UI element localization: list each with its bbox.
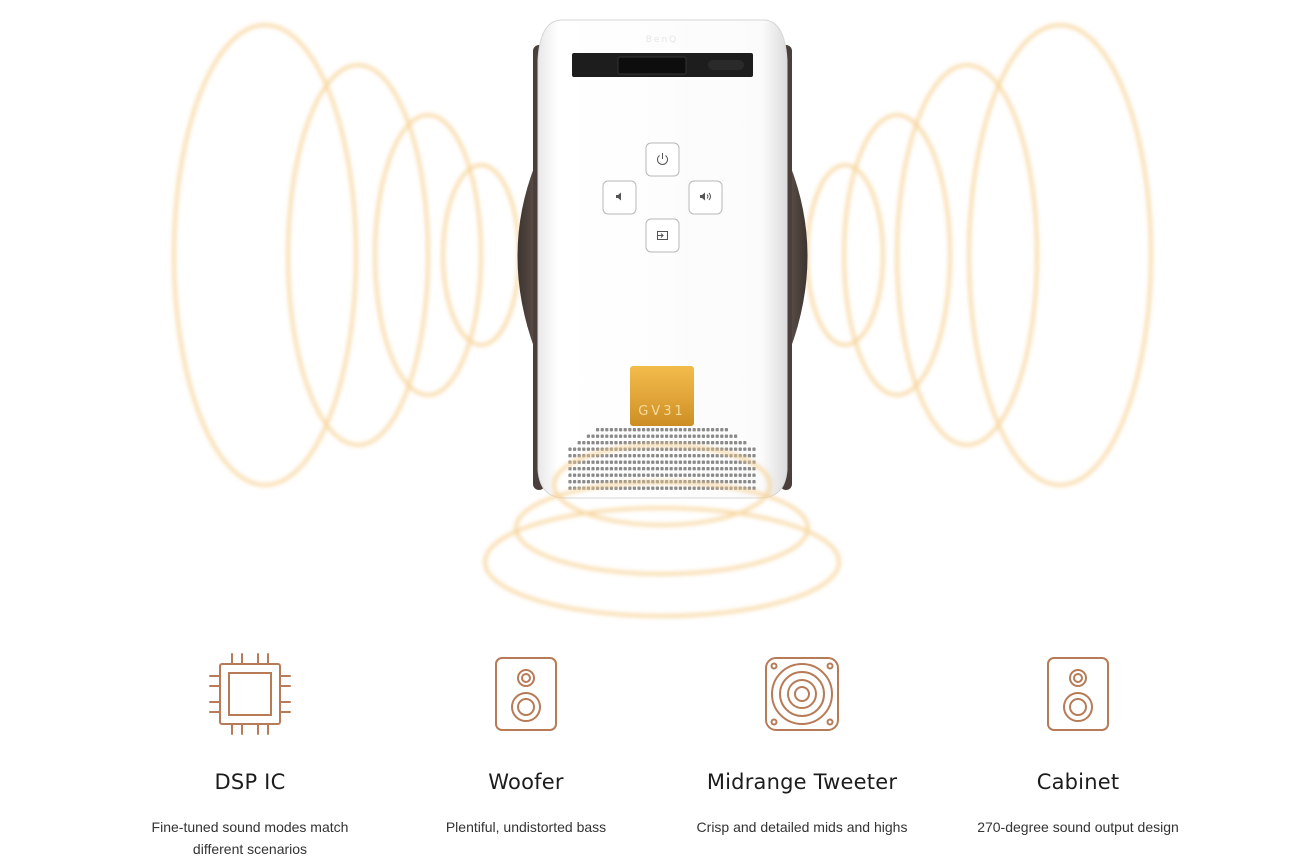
chip-icon [209,653,291,735]
feature-description: 270-degree sound output design [977,819,1179,835]
feature-description: Crisp and detailed mids and highs [696,819,908,835]
gold-badge [630,366,694,426]
volume-up-button [688,180,723,215]
model-label: GV31 [638,404,686,419]
feature-description: Fine-tuned sound modes match different s… [151,819,349,857]
right-sound-waves [805,23,1153,487]
feature-title: Woofer [488,770,564,794]
bottom-sound-waves [483,443,841,618]
speaker-icon [495,657,557,731]
cabinet-speaker-icon [1047,657,1109,731]
svg-text:BenQ: BenQ [646,35,679,45]
power-button [645,142,680,177]
left-sound-waves [172,23,521,487]
feature-title: Cabinet [1036,770,1120,794]
tweeter-icon [765,657,839,731]
projector-hero-image: BenQ GV31 [172,19,1153,618]
feature-description: Plentiful, undistorted bass [445,819,607,835]
feature-title: Midrange Tweeter [706,770,898,794]
button-glyphs [616,153,711,240]
projector-body [537,19,788,499]
feature-title: DSP IC [214,770,286,794]
features-row: DSP IC Fine-tuned sound modes match diff… [0,640,1294,864]
